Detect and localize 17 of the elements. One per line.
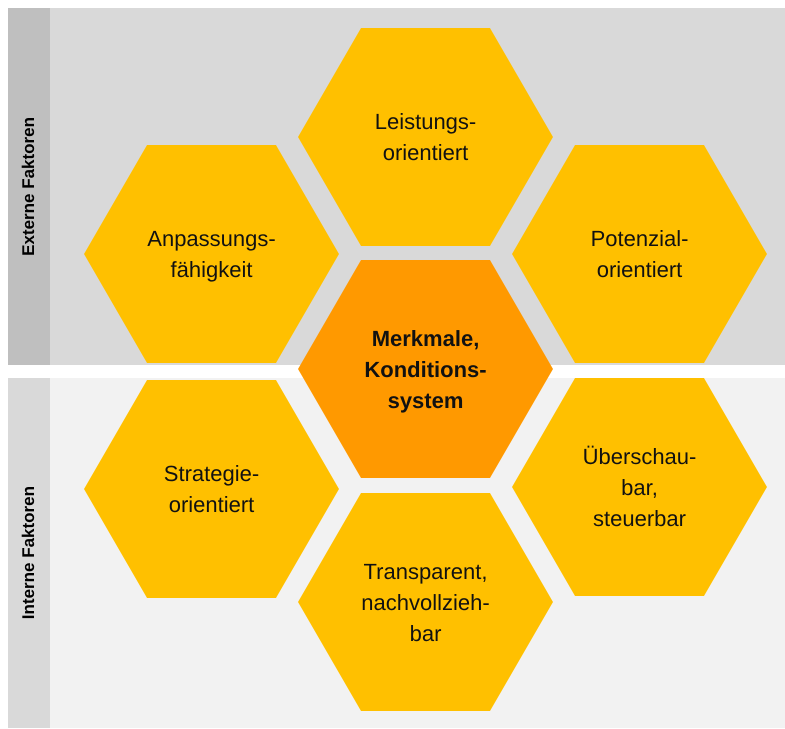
hexagon-tile [512, 145, 767, 363]
hexagon-tile [298, 260, 553, 478]
band-label: Externe Faktoren [19, 117, 39, 256]
tile-label: Merkmale, Konditions- system [363, 324, 488, 415]
tile-label: Transparent, nachvollzieh- bar [360, 558, 491, 648]
tile-label: Überschau- bar, steuerbar [582, 442, 698, 532]
hexagon-tile [84, 380, 339, 598]
band-label: Interne Faktoren [19, 486, 39, 620]
factor-band [8, 378, 785, 728]
hexagon-tile [512, 378, 767, 596]
tile-label: Strategie- orientiert [162, 460, 260, 519]
tile-label: Anpassungs- fähigkeit [146, 225, 277, 284]
hexagon-tile [298, 28, 553, 246]
hexagon-tile [84, 145, 339, 363]
tile-label: Leistungs- orientiert [374, 108, 478, 167]
hexagon-tile [298, 493, 553, 711]
tile-label: Potenzial- orientiert [590, 225, 690, 284]
